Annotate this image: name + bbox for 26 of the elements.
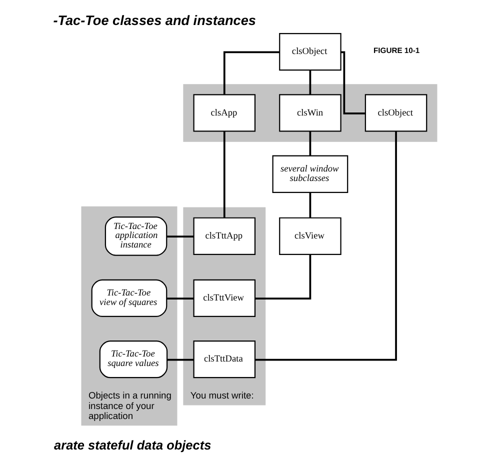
connector [254,254,311,300]
connector [308,192,311,218]
node-box: clsApp [192,94,256,132]
connector [166,236,194,238]
connector [166,358,194,361]
label: arate stateful data objects [54,437,211,452]
node-box: clsWin [278,94,341,132]
connector [254,132,396,361]
diagram-title: -Tac-Toe classes and instances [52,12,256,28]
connector [166,298,194,300]
connector [222,51,279,94]
node-box: clsView [278,217,341,255]
node-box: clsObject [278,32,341,71]
node-box: several window subclasses [272,155,348,193]
node-box: Tic-Tac-Toe square values [98,340,168,378]
node-box: clsTttView [192,279,256,317]
cluster [182,84,437,142]
node-box: clsTttApp [192,217,256,255]
node-box: clsObject [364,94,427,132]
node-box: Tic-Tac-Toe view of squares [90,279,167,317]
node-box: clsTttData [192,340,256,378]
node-box: Tic-Tac-Toe application instance [104,216,167,256]
connector [308,70,311,95]
connector [308,131,311,156]
connector [222,131,225,218]
label: FIGURE 10-1 [373,46,420,55]
